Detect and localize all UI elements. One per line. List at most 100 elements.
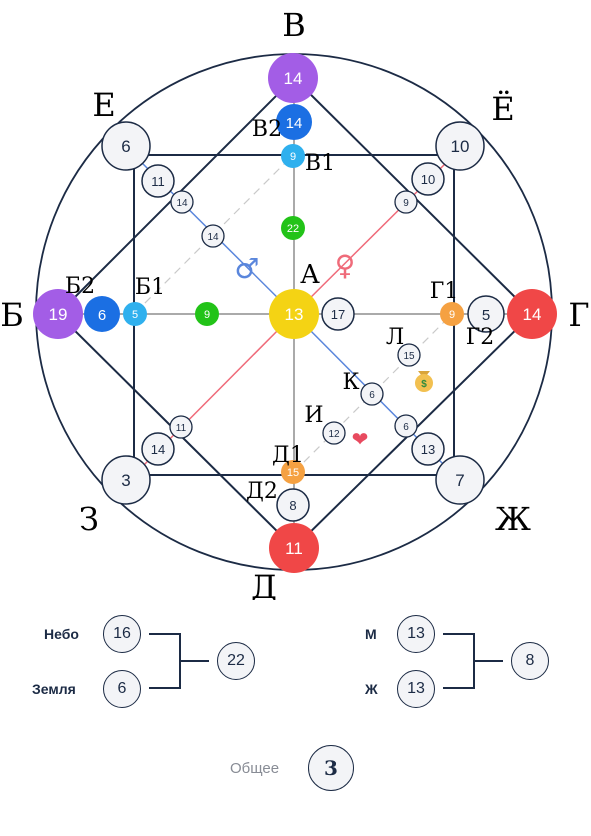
label-d: Д [251, 568, 277, 600]
label-i: И [304, 403, 323, 428]
total-value: 3 [308, 745, 354, 791]
label-b1: Б1 [135, 275, 165, 300]
label-a: А [300, 260, 320, 290]
point-i [322, 421, 346, 445]
sky-earth-total: 22 [217, 642, 255, 680]
point-d1-value: 15 [287, 467, 299, 479]
point-l [397, 343, 421, 367]
point-z-value: 3 [121, 471, 130, 490]
point-d2 [276, 488, 310, 522]
point-z [101, 455, 151, 505]
zh-label: Ж [365, 681, 378, 697]
point-d1 [281, 460, 305, 484]
total-label: Общее [230, 760, 280, 777]
point-l-value: 15 [403, 351, 415, 362]
point-g1-value: 9 [449, 309, 455, 321]
point-b1 [123, 302, 147, 326]
point-center [269, 289, 319, 339]
label-v1: В1 [305, 151, 335, 176]
point-v2-value: 14 [286, 115, 303, 132]
female-icon: ♀ [335, 249, 356, 282]
sky-label: Небо [44, 626, 79, 642]
point-zh [435, 455, 485, 505]
point-b2-value: 6 [98, 307, 106, 324]
point-br-mid-value: 6 [403, 422, 409, 433]
point-d2-value: 8 [289, 498, 296, 513]
point-center-left-value: 9 [204, 309, 210, 321]
label-g2: Г2 [466, 325, 495, 350]
point-e-inner [141, 164, 175, 198]
dashed-line-lower [293, 313, 453, 473]
point-v1-value: 9 [290, 151, 296, 163]
point-v1 [281, 144, 305, 168]
point-g2 [467, 295, 505, 333]
dashed-line-upper [134, 155, 293, 314]
point-b2 [84, 296, 120, 332]
inner-labels: В2 В1 Б2 Б1 А Г1 Г2 Л К И Д1 Д2 [65, 117, 494, 504]
label-yo: Ё [491, 90, 514, 128]
label-v: В [282, 6, 306, 44]
earth-label: Земля [32, 681, 76, 697]
point-tl-inner-value: 14 [207, 232, 219, 243]
label-e: Е [92, 86, 115, 124]
male-icon: ♂ [234, 252, 259, 285]
label-v2: В2 [252, 117, 282, 142]
point-b1-value: 5 [132, 309, 138, 321]
small-points: 14 14 9 11 6 6 15 12 [169, 190, 421, 445]
point-left [33, 289, 83, 339]
earth-value: 6 [103, 670, 141, 708]
point-top-value: 14 [284, 69, 303, 88]
point-left-value: 19 [49, 305, 68, 324]
point-center-value: 13 [285, 305, 304, 324]
label-z: З [79, 500, 99, 538]
point-v2 [276, 104, 312, 140]
point-e-value: 6 [121, 137, 130, 156]
outer-labels: В Б Г Д Е Ё З Ж [0, 6, 589, 600]
point-z-inner-value: 14 [151, 442, 165, 457]
label-k: К [342, 370, 359, 395]
point-yo-value: 10 [451, 137, 470, 156]
point-zh-inner-value: 13 [421, 442, 435, 457]
mf-stem [475, 660, 503, 662]
point-zh-inner [411, 432, 445, 466]
label-d1: Д1 [272, 443, 304, 468]
label-g: Г [568, 296, 589, 334]
label-b2: Б2 [65, 274, 95, 299]
label-l: Л [386, 325, 404, 350]
point-right [507, 289, 557, 339]
mf-total: 8 [511, 642, 549, 680]
point-bottom-value: 11 [285, 539, 303, 558]
label-g1: Г1 [430, 279, 459, 304]
point-tl-mid [170, 190, 194, 214]
corner-points: 6 10 3 7 11 10 14 13 [101, 121, 485, 505]
point-bl-mid-value: 11 [176, 423, 187, 434]
point-e [101, 121, 151, 171]
zh-value: 13 [397, 670, 435, 708]
point-tl-inner [201, 224, 225, 248]
point-z-inner [141, 432, 175, 466]
point-tl-mid-value: 14 [176, 198, 188, 209]
point-bl-mid [169, 415, 193, 439]
point-center-left [195, 302, 219, 326]
matrix-diagram: 14 14 9 22 19 6 5 9 13 17 9 5 14 11 15 8 [0, 6, 589, 600]
point-yo-inner [411, 162, 445, 196]
sky-value: 16 [103, 615, 141, 653]
label-zh: Ж [495, 500, 531, 538]
point-k [360, 382, 384, 406]
point-i-value: 12 [328, 429, 340, 440]
money-bag-icon: $ [415, 371, 433, 392]
point-center-top-value: 22 [287, 223, 299, 235]
heart-icon: ❤ [352, 427, 369, 451]
point-bottom [269, 523, 319, 573]
label-b: Б [0, 296, 24, 334]
point-zh-value: 7 [455, 471, 464, 490]
symbols: ♂ ♀ $ ❤ [234, 249, 433, 451]
point-center-top [281, 216, 305, 240]
point-yo [435, 121, 485, 171]
mf-bracket [443, 633, 475, 689]
sky-earth-bracket [149, 633, 181, 689]
point-tr-mid [394, 190, 418, 214]
point-center-right-value: 17 [331, 307, 345, 322]
m-label: М [365, 626, 377, 642]
point-top [268, 53, 318, 103]
